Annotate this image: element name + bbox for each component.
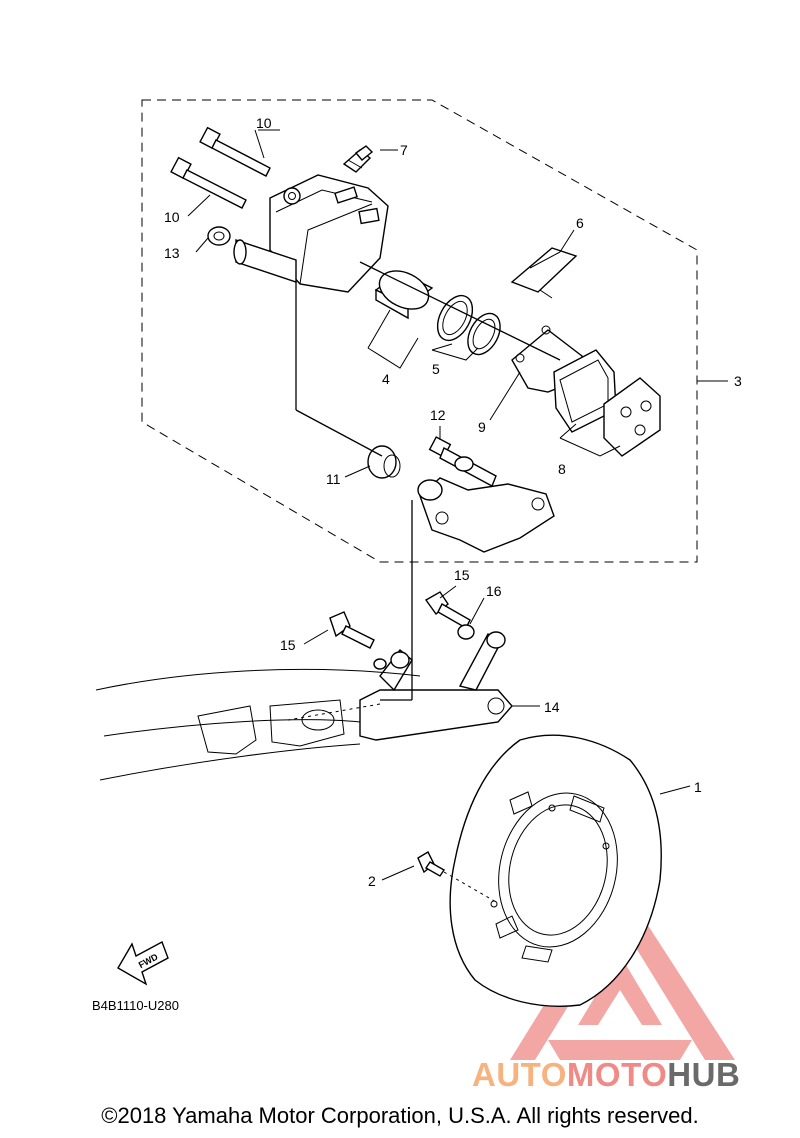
callout-5: 5 — [432, 361, 440, 377]
watermark-text: AUTOMOTOHUB — [472, 1056, 741, 1093]
copyright-notice: ©2018 Yamaha Motor Corporation, U.S.A. A… — [101, 1103, 699, 1128]
brake-pad-outer — [603, 377, 661, 457]
callout-16: 16 — [486, 583, 502, 599]
bleed-screw — [342, 145, 374, 173]
caliper-body — [233, 174, 389, 293]
assembly-lines — [287, 261, 561, 903]
callout-9: 9 — [478, 419, 486, 435]
callout-2: 2 — [368, 873, 376, 889]
boot-seal — [207, 226, 231, 246]
callout-4: 4 — [382, 371, 390, 387]
watermark-logo-icon — [510, 882, 735, 1060]
fwd-arrow-icon: FWD — [117, 941, 169, 986]
callout-3: 3 — [734, 373, 742, 389]
callout-11: 11 — [326, 471, 341, 487]
bracket-arm — [359, 631, 513, 741]
callout-1: 1 — [694, 779, 702, 795]
callout-15-lower: 15 — [280, 637, 296, 653]
callout-6: 6 — [576, 215, 584, 231]
slide-pin — [428, 436, 497, 487]
caliper-pin-lower — [170, 156, 247, 209]
callout-13: 13 — [164, 245, 180, 261]
diagram-code: B4B1110-U280 — [92, 998, 179, 1013]
piston-seals — [436, 294, 501, 356]
callout-14: 14 — [544, 699, 560, 715]
piston — [374, 270, 434, 320]
callout-12: 12 — [430, 407, 446, 423]
callout-10-lower: 10 — [164, 209, 180, 225]
brake-pad-inner — [553, 349, 617, 433]
caliper-pin-upper — [199, 126, 271, 177]
brake-disc — [449, 734, 662, 1007]
caliper-assembly-outline — [141, 99, 698, 563]
pin-boot — [367, 445, 401, 479]
callout-8: 8 — [558, 461, 566, 477]
callout-15-upper: 15 — [454, 567, 470, 583]
washer — [457, 624, 475, 640]
caliper-bracket — [417, 477, 555, 553]
bolt-lower — [329, 611, 375, 649]
disc-screw — [417, 851, 445, 877]
pad-spring — [510, 247, 578, 299]
callout-leaders — [187, 129, 728, 881]
callout-10-upper: 10 — [256, 115, 272, 131]
bolt-upper — [424, 591, 471, 629]
swingarm-outline — [95, 668, 421, 781]
callout-7: 7 — [400, 142, 408, 158]
